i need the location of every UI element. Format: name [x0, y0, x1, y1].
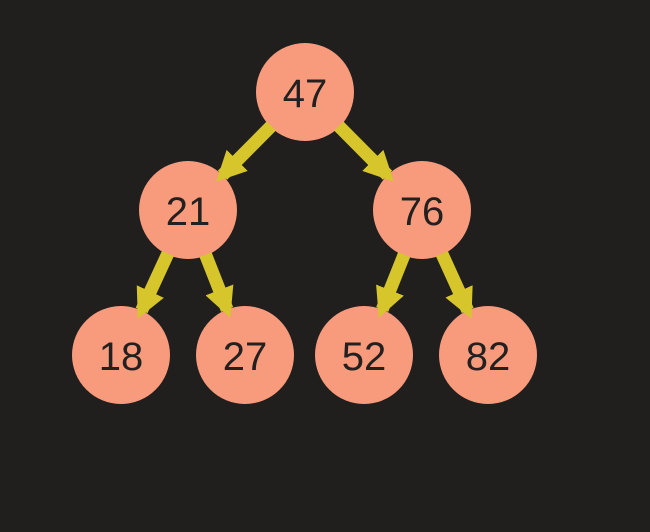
- tree-node-label-27: 27: [223, 335, 268, 379]
- tree-edge-76-82: [435, 250, 474, 319]
- tree-node-47: [256, 43, 354, 141]
- tree-edge-21-27: [199, 252, 234, 318]
- tree-node-27: [196, 306, 294, 404]
- tree-node-label-82: 82: [466, 335, 511, 379]
- tree-labels-layer: 47 21 76 18 27 52 82: [99, 72, 511, 379]
- tree-node-76: [373, 161, 471, 259]
- tree-node-label-52: 52: [342, 335, 387, 379]
- tree-edges-layer: [135, 121, 474, 319]
- tree-node-18: [72, 306, 170, 404]
- tree-node-21: [139, 161, 237, 259]
- tree-edge-47-76: [334, 121, 394, 182]
- tree-edge-21-18: [135, 250, 174, 319]
- tree-node-label-76: 76: [400, 190, 445, 234]
- tree-node-52: [315, 306, 413, 404]
- tree-nodes-layer: [72, 43, 537, 404]
- tree-edge-76-52: [376, 252, 411, 318]
- tree-node-label-47: 47: [283, 72, 328, 116]
- tree-edge-47-21: [216, 121, 276, 182]
- tree-node-label-18: 18: [99, 335, 144, 379]
- tree-node-label-21: 21: [166, 190, 211, 234]
- tree-node-82: [439, 306, 537, 404]
